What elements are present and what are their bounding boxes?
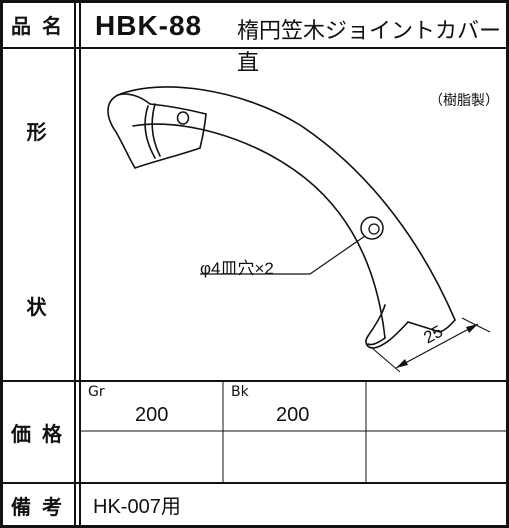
price-color-bk: Bk [231, 384, 249, 400]
shape-label-top: 形 [26, 119, 49, 144]
product-code: HBK-88 [95, 10, 203, 41]
product-name: 楕円笠木ジョイントカバー 直 [237, 19, 502, 76]
remarks-value: HK-007用 [93, 496, 181, 518]
price-color-gr: Gr [88, 384, 105, 400]
price-value-bk: 200 [276, 404, 310, 426]
hole-note: φ4皿穴×2 [200, 259, 274, 278]
shape-label-bottom: 状 [26, 294, 49, 319]
material-note: （樹脂製） [429, 93, 499, 109]
part-drawing [107, 86, 491, 373]
price-value-gr: 200 [135, 404, 169, 426]
remarks-label: 備 考 [11, 494, 64, 519]
product-name-label: 品 名 [11, 13, 64, 38]
price-label: 価 格 [11, 421, 64, 446]
